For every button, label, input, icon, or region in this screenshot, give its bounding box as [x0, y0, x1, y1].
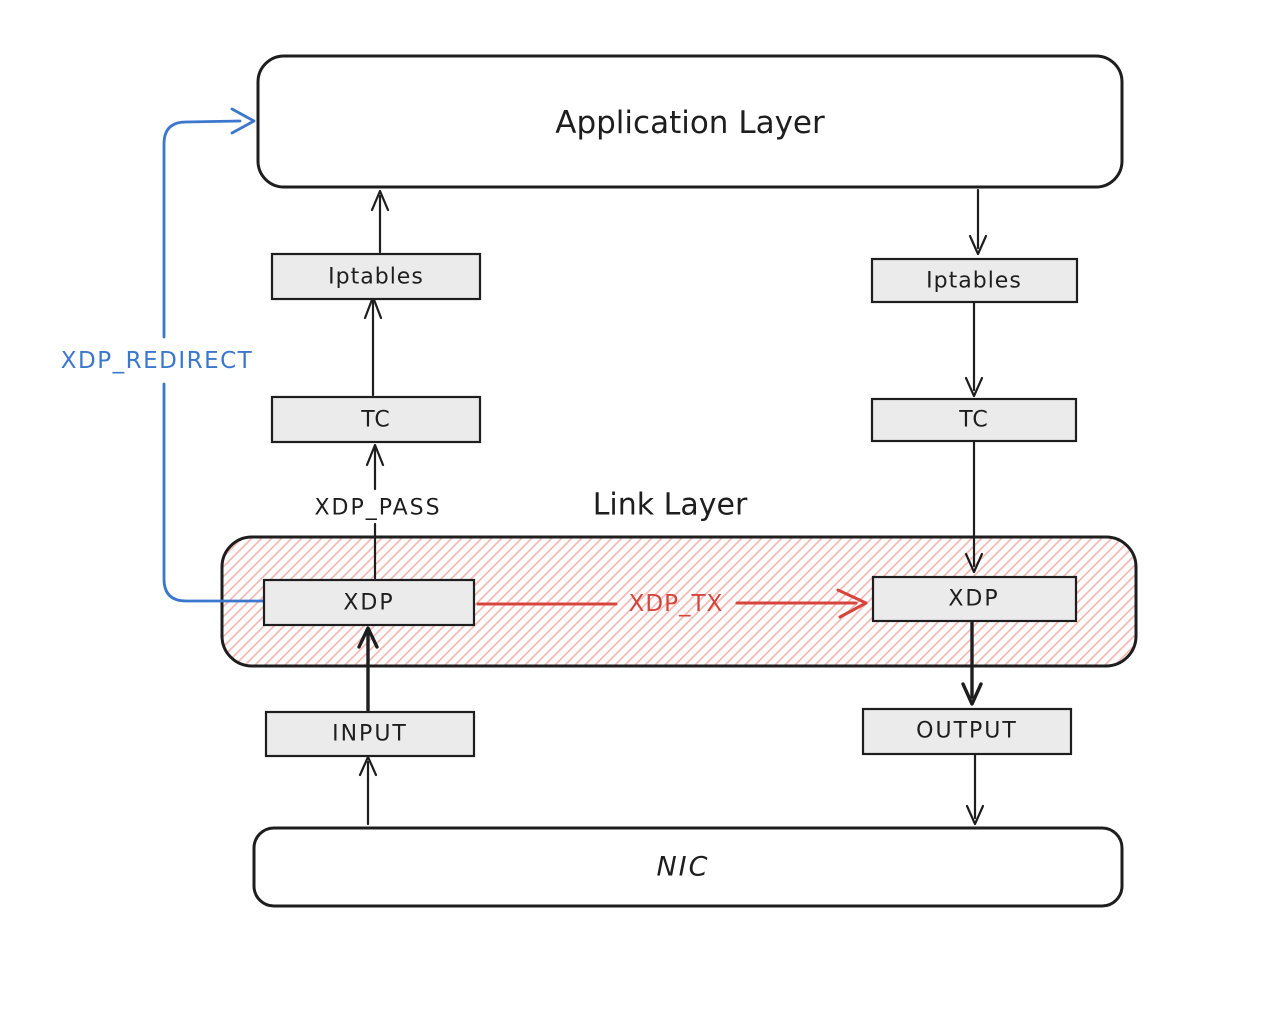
node-application-layer	[256, 54, 1124, 189]
arrow-tc-to-iptables-ingress	[363, 295, 383, 397]
xdp-redirect-label: XDP_REDIRECT	[61, 348, 253, 374]
arrow-tc-to-xdp-egress	[964, 440, 984, 574]
xdp-pass-label: XDP_PASS	[314, 496, 441, 521]
arrow-xdp-tx	[476, 588, 868, 619]
node-xdp-egress	[871, 575, 1078, 623]
node-iptables-egress	[870, 257, 1079, 304]
node-nic	[252, 826, 1124, 908]
node-tc-egress	[870, 397, 1078, 443]
arrow-xdp-to-tc-ingress	[365, 443, 385, 580]
tc-egress-label: TC	[958, 408, 989, 433]
node-output	[861, 707, 1073, 756]
xdp-ingress-label: XDP	[343, 591, 394, 616]
egress-arrows	[961, 188, 988, 826]
output-label: OUTPUT	[916, 719, 1018, 744]
iptables-egress-label: Iptables	[926, 269, 1022, 294]
input-label: INPUT	[332, 722, 408, 747]
arrow-application-to-iptables	[968, 188, 988, 256]
application-layer-label: Application Layer	[555, 105, 825, 141]
tc-ingress-label: TC	[360, 408, 391, 433]
nic-label: NIC	[656, 852, 709, 883]
arrow-iptables-to-application	[370, 189, 390, 254]
iptables-ingress-label: Iptables	[328, 265, 424, 290]
node-input	[264, 710, 476, 758]
arrow-xdp-to-output	[961, 620, 983, 706]
xdp-egress-label: XDP	[948, 587, 999, 612]
arrow-xdp-redirect	[162, 107, 265, 603]
node-tc-ingress	[270, 395, 482, 444]
arrow-input-to-xdp	[357, 626, 379, 712]
node-iptables-ingress	[270, 252, 482, 301]
link-layer-label: Link Layer	[593, 488, 748, 523]
xdp-tx-label: XDP_TX	[629, 591, 724, 617]
node-xdp-ingress	[262, 578, 476, 627]
arrow-iptables-to-tc-egress	[964, 301, 984, 398]
arrow-output-to-nic	[965, 753, 985, 826]
arrow-nic-to-input	[358, 755, 378, 826]
